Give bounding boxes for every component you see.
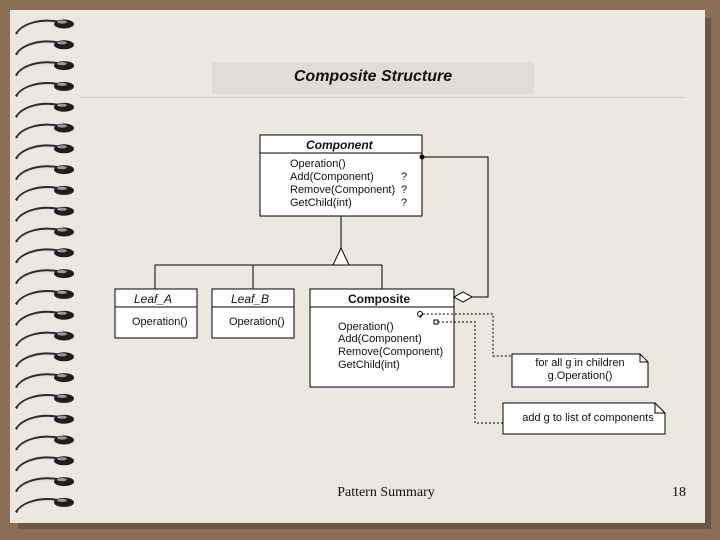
leaf-a-box — [114, 288, 198, 339]
spiral-ring — [15, 310, 74, 326]
note-operation-line: g.Operation() — [547, 370, 613, 382]
leaf-b-box — [211, 288, 295, 339]
spiral-ring — [15, 497, 74, 514]
title-bar — [212, 62, 534, 94]
spiral-ring — [15, 102, 74, 118]
leaf-b-name: Leaf_B — [231, 292, 270, 306]
spiral-ring — [15, 435, 74, 451]
leaf-a-name: Leaf_A — [134, 292, 173, 306]
note-operation-line: for all g in children — [535, 357, 625, 369]
slide-title: Composite Structure — [293, 68, 453, 85]
spiral-ring — [15, 414, 74, 430]
slide-footer: Pattern Summary — [337, 485, 435, 500]
inherit-triangle — [332, 246, 350, 266]
spiral-ring — [15, 144, 74, 160]
spiral-ring — [15, 40, 74, 56]
spiral-ring — [15, 269, 74, 285]
spiral-ring — [15, 331, 74, 347]
abstract-marker: ? — [401, 184, 408, 196]
composite-op: GetChild(int) — [338, 359, 400, 371]
spiral-ring — [15, 81, 74, 98]
slide-shadow-right — [705, 18, 711, 528]
slide-page — [10, 10, 705, 523]
composite-op: Add(Component) — [338, 333, 422, 345]
note-box-add — [502, 402, 666, 435]
spiral-ring — [15, 185, 74, 202]
spiral-ring — [15, 165, 74, 181]
component-op: GetChild(int) — [290, 197, 352, 209]
note-anchor-operation — [417, 311, 423, 317]
aggregation-end-dot — [419, 154, 425, 160]
leaf-a-op: Operation() — [132, 316, 188, 328]
component-op: Operation() — [290, 158, 346, 170]
note-link-add — [438, 321, 503, 424]
composite-box — [309, 288, 455, 388]
spiral-ring — [15, 248, 74, 264]
spiral-ring — [15, 206, 74, 222]
spiral-ring — [15, 289, 74, 306]
spiral-ring — [15, 61, 74, 77]
composite-op: Operation() — [338, 321, 394, 333]
spiral-ring — [15, 456, 74, 472]
leaf-b-op: Operation() — [229, 316, 285, 328]
note-add-text: add g to list of components — [522, 412, 654, 424]
note-box-operation — [511, 353, 649, 388]
abstract-marker: ? — [401, 171, 408, 183]
title-divider — [80, 97, 686, 98]
note-fold-add — [654, 403, 665, 414]
spiral-ring — [15, 227, 74, 243]
spiral-ring — [15, 19, 74, 35]
spiral-ring — [15, 393, 74, 410]
composite-name: Composite — [348, 292, 411, 306]
component-name: Component — [306, 138, 373, 152]
abstract-marker: ? — [401, 197, 408, 209]
component-op: Add(Component) — [290, 171, 374, 183]
composite-op: Remove(Component) — [338, 346, 444, 358]
spiral-ring — [15, 373, 74, 389]
note-anchor-add — [433, 319, 439, 325]
aggregation-diamond — [452, 291, 474, 303]
aggregation-line — [422, 156, 489, 298]
spiral-ring — [15, 123, 74, 139]
spiral-ring — [15, 352, 74, 368]
page-number: 18 — [672, 485, 686, 500]
spiral-ring — [15, 477, 74, 493]
slide-shadow-bottom — [18, 523, 711, 529]
spiral-binding — [15, 19, 74, 514]
note-fold-operation — [639, 354, 648, 363]
note-link-operation — [419, 313, 512, 357]
component-op: Remove(Component) — [290, 184, 396, 196]
